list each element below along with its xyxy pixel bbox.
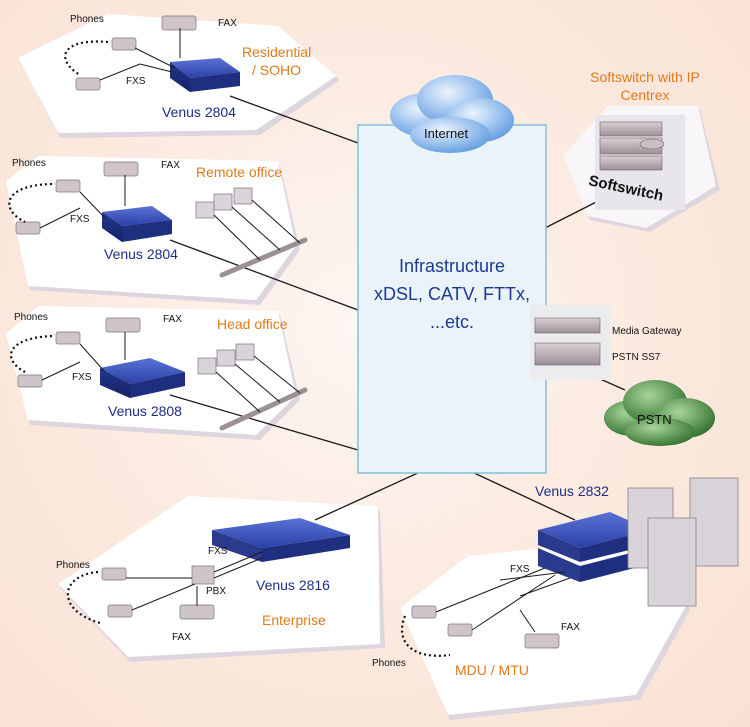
softswitch-title-2: Centrex — [620, 87, 670, 103]
ethernet-bus — [219, 237, 308, 431]
label-fxs-remote: FXS — [70, 214, 90, 225]
media-gateway-device — [530, 305, 610, 380]
title-residential-1: Residential — [242, 44, 312, 60]
platform-mdu — [400, 536, 686, 715]
pstn-label: PSTN — [637, 412, 672, 427]
title-mdu: MDU / MTU — [455, 662, 529, 678]
label-fxs-mdu: FXS — [510, 564, 530, 575]
device-label-head: Venus 2808 — [108, 403, 182, 419]
infra-line-2: xDSL, CATV, FTTx, — [373, 284, 531, 304]
infra-line-3: ...etc. — [429, 312, 474, 332]
label-phones-remote: Phones — [12, 158, 46, 169]
label-fax-mdu: FAX — [561, 622, 580, 633]
softswitch-title: Softswitch with IP Centrex — [560, 68, 730, 104]
label-fax-enterprise: FAX — [172, 632, 191, 643]
phone-icons — [15, 15, 560, 649]
label-fxs-residential: FXS — [126, 76, 146, 87]
venus-2816-enterprise — [212, 518, 350, 562]
label-fax-residential: FAX — [218, 18, 237, 29]
infra-line-1: Infrastructure — [398, 256, 506, 276]
title-residential-2: / SOHO — [252, 62, 302, 78]
title-head: Head office — [217, 316, 288, 332]
device-label-residential: Venus 2804 — [162, 104, 236, 120]
label-fax-remote: FAX — [161, 160, 180, 171]
softswitch-device — [595, 115, 685, 210]
venus-2808-head — [100, 358, 185, 398]
pstn-ss7-label: PSTN SS7 — [612, 352, 661, 363]
venus-2804-remote — [102, 206, 172, 242]
label-fax-head: FAX — [163, 314, 182, 325]
label-phones-residential: Phones — [70, 14, 104, 25]
device-label-mdu: Venus 2832 — [535, 483, 609, 499]
phone-group-arcs — [8, 40, 451, 657]
title-remote: Remote office — [196, 164, 283, 180]
softswitch-title-1: Softswitch with IP — [590, 69, 700, 85]
label-fxs-head: FXS — [72, 372, 92, 383]
device-label-remote: Venus 2804 — [104, 246, 178, 262]
internet-label: Internet — [424, 126, 469, 141]
internet-cloud — [390, 75, 514, 153]
pc-icons — [195, 187, 255, 375]
infrastructure-box — [357, 124, 547, 474]
label-phones-enterprise: Phones — [56, 560, 90, 571]
venus-2804-residential — [170, 58, 240, 92]
buildings-icon — [627, 477, 739, 607]
device-label-enterprise: Venus 2816 — [256, 577, 330, 593]
label-fxs-enterprise: FXS — [208, 546, 228, 557]
local-wiring — [39, 28, 571, 633]
title-enterprise: Enterprise — [262, 612, 326, 628]
infrastructure-text: Infrastructure xDSL, CATV, FTTx, ...etc. — [358, 252, 546, 336]
label-phones-head: Phones — [14, 312, 48, 323]
label-phones-mdu: Phones — [372, 658, 406, 669]
media-gateway-label: Media Gateway — [612, 326, 682, 337]
label-pbx-enterprise: PBX — [206, 586, 227, 597]
pstn-cloud — [604, 380, 715, 446]
